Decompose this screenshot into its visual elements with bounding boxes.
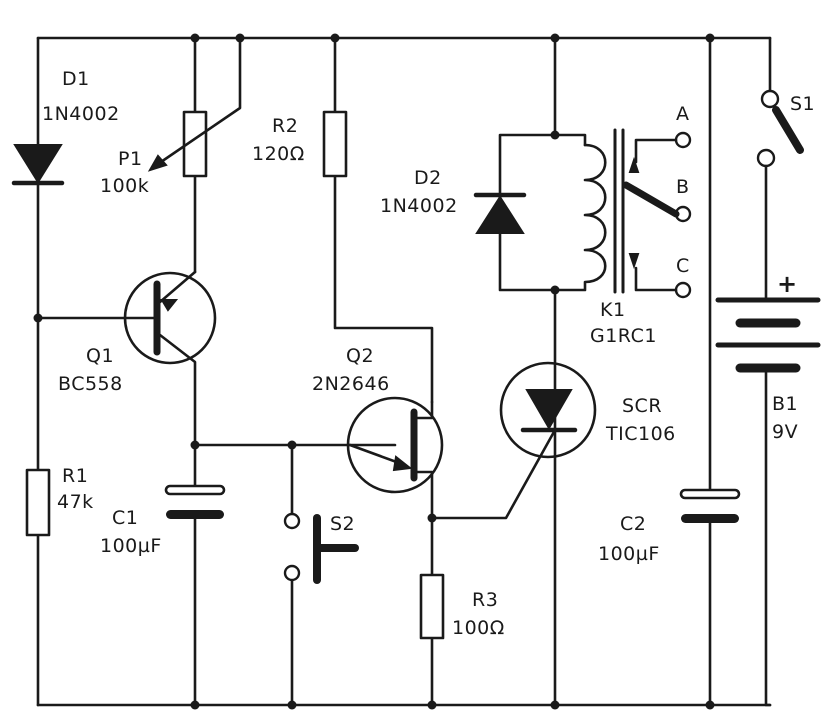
k1-contact-b-label: B (676, 176, 690, 198)
k1-contact-a-label: A (676, 103, 690, 125)
k1-contact-c-label: C (676, 255, 690, 277)
r1-value-label: 47k (57, 491, 94, 513)
scr-ref-label: SCR (622, 395, 662, 417)
r2-value-label: 120Ω (252, 143, 305, 165)
r2-resistor (322, 110, 348, 178)
junction (330, 33, 340, 43)
k1-coil (553, 128, 625, 294)
c1-value-label: 100µF (100, 535, 162, 557)
r2-wire (333, 36, 434, 404)
q1-transistor (36, 270, 217, 447)
scr-value-label: TIC106 (605, 423, 676, 445)
k1-ref-label: K1 (600, 299, 626, 321)
c2-ref-label: C2 (620, 513, 646, 535)
q2-ref-label: Q2 (346, 345, 374, 367)
r2-ref-label: R2 (272, 115, 298, 137)
b1-ref-label: B1 (772, 393, 798, 415)
b1-value-label: 9V (772, 421, 798, 443)
p1-wiper (156, 36, 242, 166)
scr-thyristor (499, 361, 597, 459)
c2-value-label: 100µF (598, 543, 660, 565)
q2-value-label: 2N2646 (312, 373, 390, 395)
d2-value-label: 1N4002 (380, 195, 458, 217)
c1-ref-label: C1 (112, 507, 138, 529)
junction (427, 700, 437, 710)
junction (235, 33, 245, 43)
p1-value-label: 100k (100, 175, 149, 197)
d1-value-label: 1N4002 (42, 103, 120, 125)
r3-ref-label: R3 (472, 589, 498, 611)
r1-resistor (25, 468, 51, 537)
p1-ref-label: P1 (118, 148, 143, 170)
q2-ujt (346, 396, 444, 520)
s1-ref-label: S1 (790, 93, 815, 115)
b1-battery (715, 297, 821, 707)
q1-ref-label: Q1 (86, 345, 114, 367)
r3-value-label: 100Ω (452, 617, 505, 639)
d1-ref-label: D1 (62, 68, 90, 90)
k1-value-label: G1RC1 (590, 325, 657, 347)
junction (705, 33, 715, 43)
d1-diode (11, 144, 65, 186)
r1-ref-label: R1 (62, 465, 88, 487)
junction (190, 33, 200, 43)
s2-switch (283, 443, 359, 707)
scr-gate-wire (430, 428, 557, 520)
p1-arrow (147, 154, 168, 172)
junction (287, 700, 297, 710)
d2-ref-label: D2 (414, 167, 442, 189)
junction (705, 700, 715, 710)
junction (550, 700, 560, 710)
s2-ref-label: S2 (330, 513, 355, 535)
junction (550, 33, 560, 43)
r3-resistor (419, 573, 445, 640)
k1-contacts (622, 131, 692, 299)
q1-value-label: BC558 (58, 373, 123, 395)
c1-capacitor (164, 443, 226, 707)
s1-switch (756, 36, 804, 302)
c2-capacitor (679, 36, 741, 707)
p1-body (182, 110, 208, 178)
b1-polarity-label: + (777, 270, 798, 298)
d2-diode (473, 192, 527, 234)
junction (190, 700, 200, 710)
